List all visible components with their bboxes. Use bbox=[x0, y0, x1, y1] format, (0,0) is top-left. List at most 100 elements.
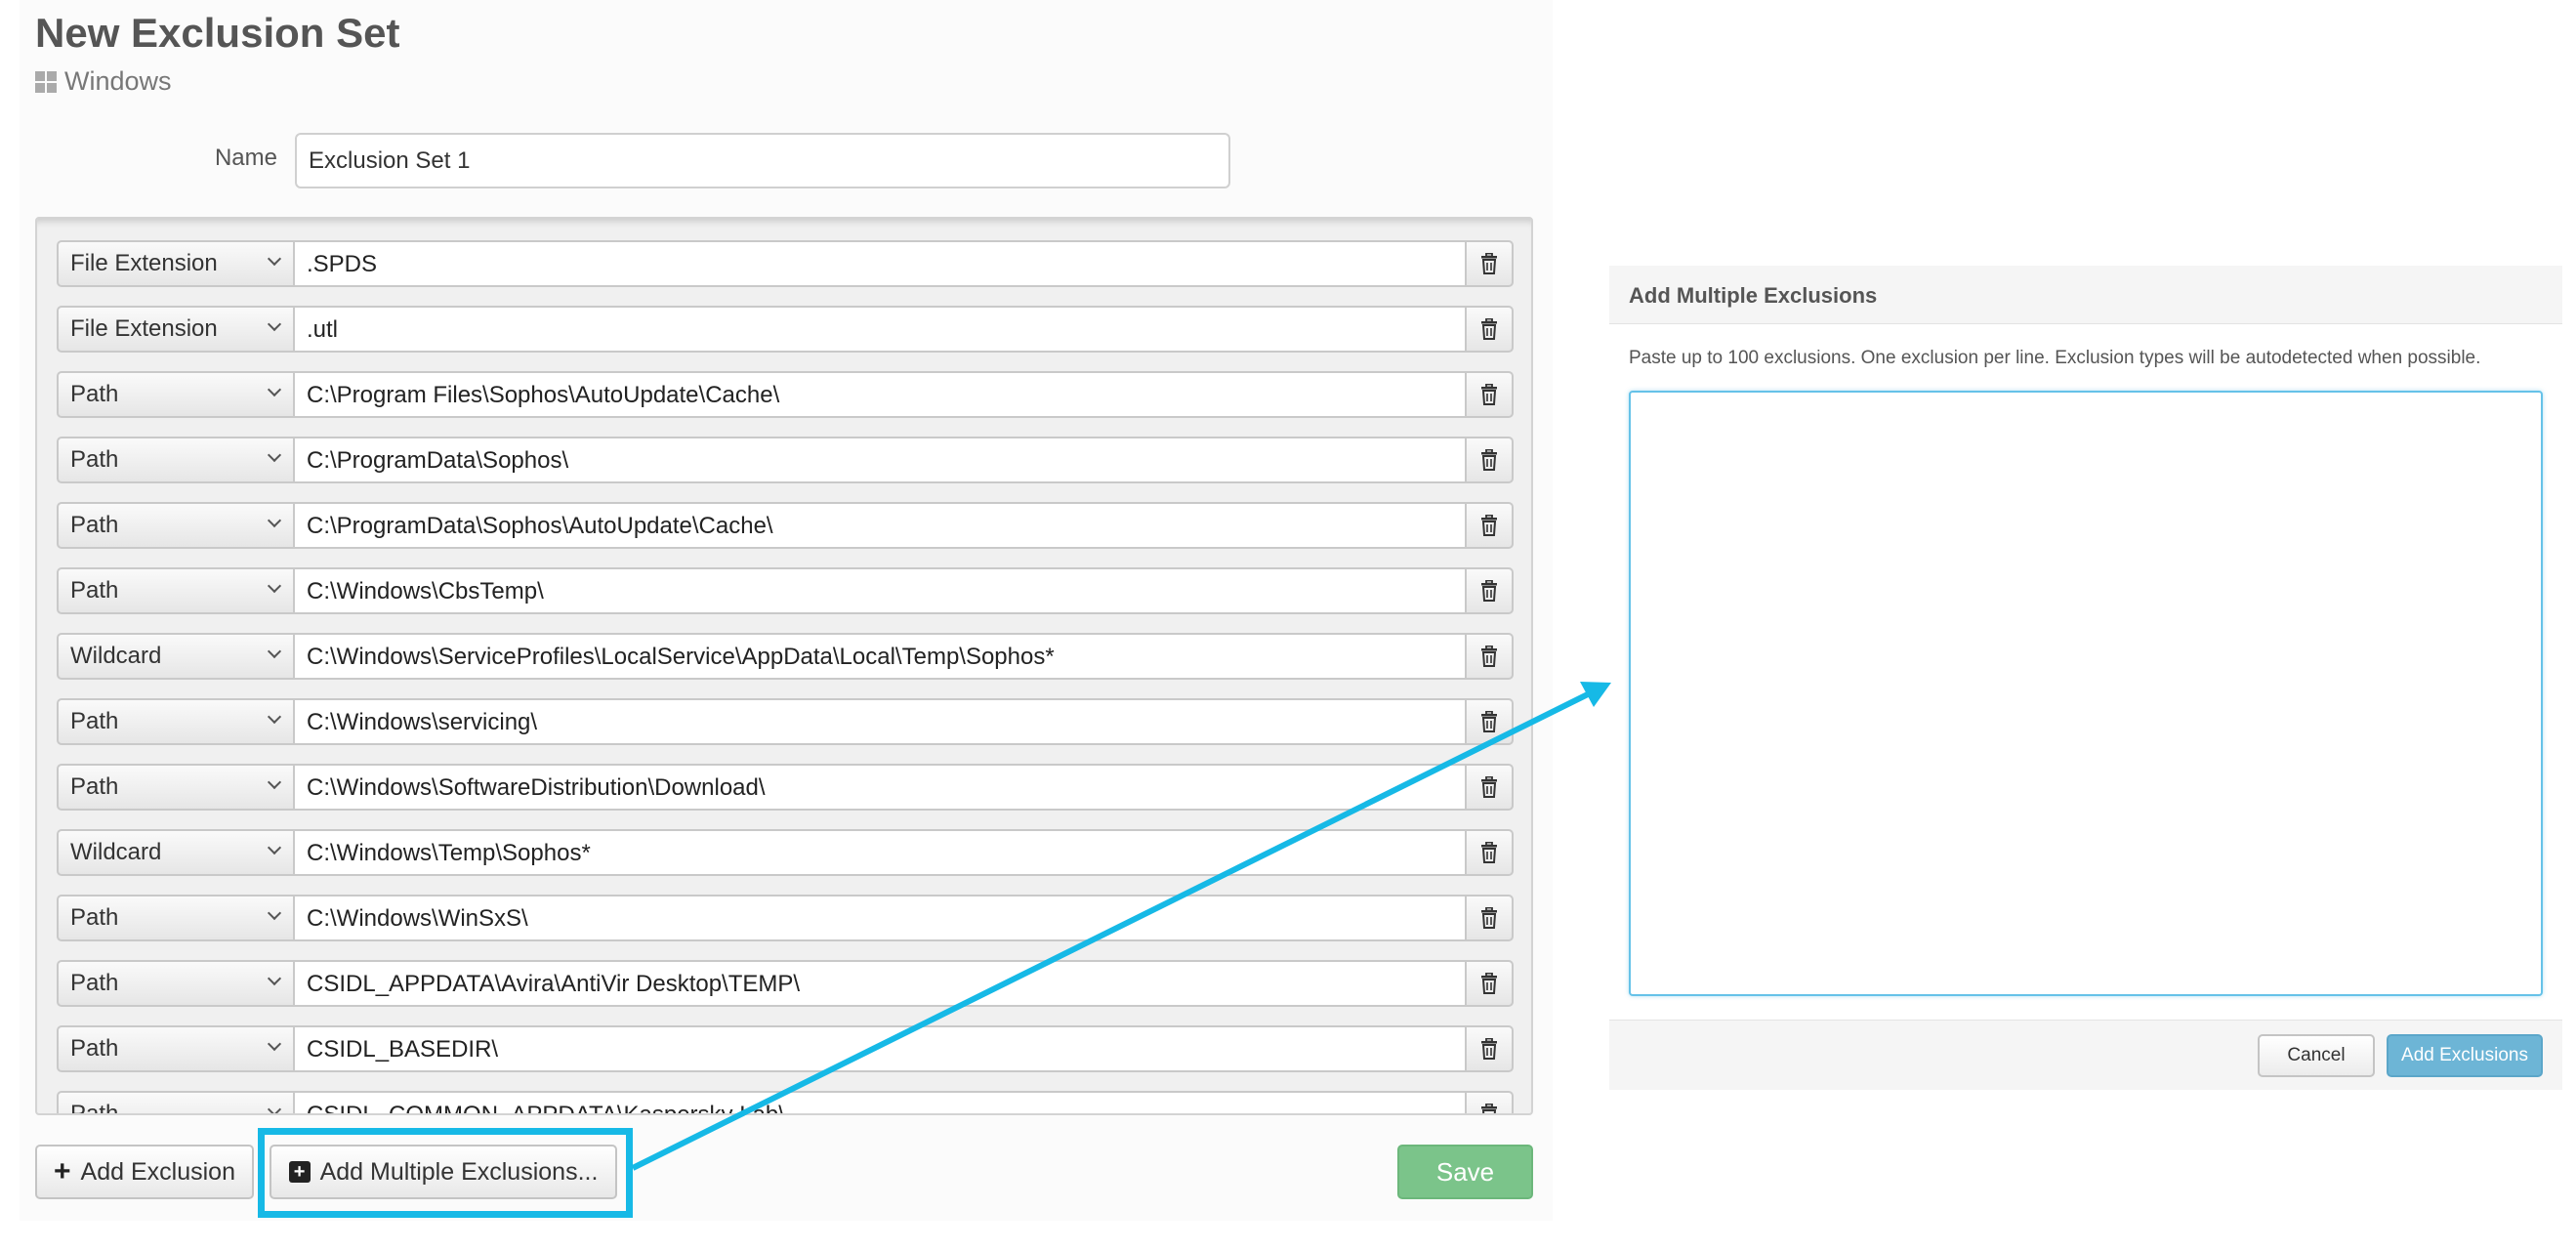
exclusion-type-select[interactable]: Path bbox=[57, 895, 295, 941]
add-exclusion-button[interactable]: + Add Exclusion bbox=[35, 1145, 254, 1199]
exclusion-value-input[interactable]: .SPDS bbox=[295, 240, 1467, 287]
add-multiple-label: Add Multiple Exclusions... bbox=[319, 1157, 599, 1186]
exclusion-row: Path C:\ProgramData\Sophos\ bbox=[57, 437, 1514, 483]
dialog-description: Paste up to 100 exclusions. One exclusio… bbox=[1629, 348, 2481, 368]
platform-text: Windows bbox=[64, 66, 172, 96]
exclusion-type-select[interactable]: Wildcard bbox=[57, 633, 295, 680]
callout-highlight bbox=[258, 1128, 633, 1218]
exclusion-row: Wildcard C:\Windows\ServiceProfiles\Local… bbox=[57, 633, 1514, 680]
add-exclusions-button[interactable]: Add Exclusions bbox=[2387, 1034, 2543, 1077]
exclusion-type-select[interactable]: Path bbox=[57, 502, 295, 549]
page-title: New Exclusion Set bbox=[35, 10, 400, 56]
delete-exclusion-button[interactable] bbox=[1467, 502, 1514, 549]
exclusion-value-input[interactable]: .utl bbox=[295, 306, 1467, 353]
exclusion-type-select[interactable]: Path bbox=[57, 1091, 295, 1115]
exclusion-type-select[interactable]: Path bbox=[57, 371, 295, 418]
exclusion-type-label: Path bbox=[70, 446, 119, 473]
exclusion-value-input[interactable]: CSIDL_BASEDIR\ bbox=[295, 1025, 1467, 1072]
exclusion-value-input[interactable]: C:\Windows\CbsTemp\ bbox=[295, 567, 1467, 614]
dialog-title: Add Multiple Exclusions bbox=[1609, 266, 2562, 324]
delete-exclusion-button[interactable] bbox=[1467, 437, 1514, 483]
add-exclusion-label: Add Exclusion bbox=[80, 1157, 235, 1186]
delete-exclusion-button[interactable] bbox=[1467, 764, 1514, 811]
save-button[interactable]: Save bbox=[1397, 1145, 1533, 1199]
exclusion-value-input[interactable]: C:\Windows\ServiceProfiles\LocalService\… bbox=[295, 633, 1467, 680]
exclusion-row: Path CSIDL_BASEDIR\ bbox=[57, 1025, 1514, 1072]
exclusion-type-label: File Extension bbox=[70, 250, 218, 276]
exclusion-type-label: Wildcard bbox=[70, 839, 162, 865]
exclusion-value-input[interactable]: CSIDL_APPDATA\Avira\AntiVir Desktop\TEMP… bbox=[295, 960, 1467, 1007]
name-label: Name bbox=[214, 145, 277, 171]
exclusion-type-select[interactable]: File Extension bbox=[57, 240, 295, 287]
delete-exclusion-button[interactable] bbox=[1467, 1025, 1514, 1072]
exclusion-value-input[interactable]: C:\ProgramData\Sophos\AutoUpdate\Cache\ bbox=[295, 502, 1467, 549]
exclusion-row: Path C:\Windows\CbsTemp\ bbox=[57, 567, 1514, 614]
delete-exclusion-button[interactable] bbox=[1467, 960, 1514, 1007]
delete-exclusion-button[interactable] bbox=[1467, 567, 1514, 614]
exclusion-row: Path C:\Program Files\Sophos\AutoUpdate\C… bbox=[57, 371, 1514, 418]
delete-exclusion-button[interactable] bbox=[1467, 829, 1514, 876]
exclusion-type-label: Wildcard bbox=[70, 643, 162, 669]
exclusion-row: Path CSIDL_APPDATA\Avira\AntiVir Desktop\… bbox=[57, 960, 1514, 1007]
delete-exclusion-button[interactable] bbox=[1467, 306, 1514, 353]
delete-exclusion-button[interactable] bbox=[1467, 240, 1514, 287]
exclusion-value-input[interactable]: C:\Windows\servicing\ bbox=[295, 698, 1467, 745]
dialog-footer: Cancel Add Exclusions bbox=[1609, 1020, 2562, 1090]
trash-icon bbox=[1479, 973, 1499, 994]
trash-icon bbox=[1479, 1038, 1499, 1060]
platform-label: Windows bbox=[35, 66, 172, 97]
delete-exclusion-button[interactable] bbox=[1467, 371, 1514, 418]
exclusion-type-label: Path bbox=[70, 904, 119, 931]
exclusions-textarea[interactable] bbox=[1629, 391, 2543, 996]
exclusion-type-select[interactable]: File Extension bbox=[57, 306, 295, 353]
exclusion-type-label: Path bbox=[70, 708, 119, 734]
trash-icon bbox=[1479, 1104, 1499, 1113]
exclusion-type-select[interactable]: Path bbox=[57, 437, 295, 483]
exclusion-type-select[interactable]: Path bbox=[57, 1025, 295, 1072]
exclusion-type-select[interactable]: Path bbox=[57, 764, 295, 811]
exclusion-value-input[interactable]: C:\Windows\SoftwareDistribution\Download… bbox=[295, 764, 1467, 811]
exclusion-type-label: Path bbox=[70, 1101, 119, 1115]
trash-icon bbox=[1479, 318, 1499, 340]
exclusion-type-label: File Extension bbox=[70, 315, 218, 342]
exclusion-value-input[interactable]: CSIDL_COMMON_APPDATA\Kaspersky Lab\ bbox=[295, 1091, 1467, 1113]
trash-icon bbox=[1479, 907, 1499, 929]
exclusion-type-select[interactable]: Path bbox=[57, 698, 295, 745]
delete-exclusion-button[interactable] bbox=[1467, 698, 1514, 745]
plus-square-icon: + bbox=[288, 1161, 311, 1183]
trash-icon bbox=[1479, 515, 1499, 536]
exclusion-type-label: Path bbox=[70, 1035, 119, 1062]
exclusion-type-select[interactable]: Path bbox=[57, 960, 295, 1007]
exclusion-type-label: Path bbox=[70, 773, 119, 800]
exclusion-row: Path C:\Windows\servicing\ bbox=[57, 698, 1514, 745]
exclusion-type-label: Path bbox=[70, 970, 119, 996]
name-input[interactable] bbox=[295, 133, 1230, 188]
exclusion-value-input[interactable]: C:\ProgramData\Sophos\ bbox=[295, 437, 1467, 483]
delete-exclusion-button[interactable] bbox=[1467, 1091, 1514, 1113]
exclusion-value-input[interactable]: C:\Windows\WinSxS\ bbox=[295, 895, 1467, 941]
trash-icon bbox=[1479, 384, 1499, 405]
cancel-button[interactable]: Cancel bbox=[2258, 1034, 2375, 1077]
trash-icon bbox=[1479, 449, 1499, 471]
exclusion-value-input[interactable]: C:\Program Files\Sophos\AutoUpdate\Cache… bbox=[295, 371, 1467, 418]
delete-exclusion-button[interactable] bbox=[1467, 895, 1514, 941]
trash-icon bbox=[1479, 776, 1499, 798]
trash-icon bbox=[1479, 580, 1499, 602]
trash-icon bbox=[1479, 253, 1499, 274]
trash-icon bbox=[1479, 842, 1499, 863]
trash-icon bbox=[1479, 646, 1499, 667]
exclusion-type-select[interactable]: Path bbox=[57, 567, 295, 614]
windows-icon bbox=[35, 70, 57, 93]
delete-exclusion-button[interactable] bbox=[1467, 633, 1514, 680]
exclusion-row: Path CSIDL_COMMON_APPDATA\Kaspersky Lab\ bbox=[57, 1091, 1514, 1115]
exclusion-type-label: Path bbox=[70, 577, 119, 604]
add-multiple-exclusions-button[interactable]: + Add Multiple Exclusions... bbox=[270, 1145, 617, 1199]
trash-icon bbox=[1479, 711, 1499, 732]
exclusion-row: Path C:\Windows\WinSxS\ bbox=[57, 895, 1514, 941]
exclusion-type-label: Path bbox=[70, 381, 119, 407]
exclusion-type-select[interactable]: Wildcard bbox=[57, 829, 295, 876]
exclusion-row: File Extension .SPDS bbox=[57, 240, 1514, 287]
